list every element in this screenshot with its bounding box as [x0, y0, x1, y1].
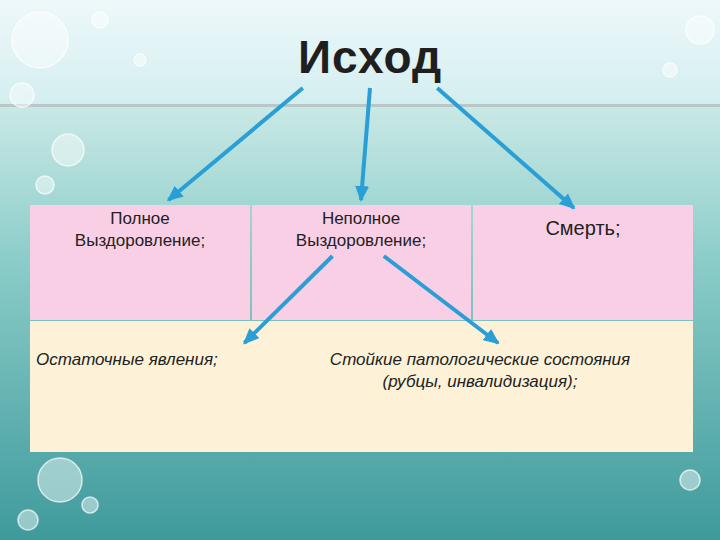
arrow-connector	[169, 88, 303, 200]
sub-outcome-box: Остаточные явления;	[32, 343, 268, 375]
outcome-box: Смерть;	[492, 208, 674, 244]
body-band	[0, 106, 720, 540]
node-text: Неполное Выздоровление;	[270, 208, 452, 252]
arrow-connector	[361, 88, 370, 200]
node-text: Остаточные явления;	[36, 349, 264, 371]
title-node: Исход	[290, 26, 450, 88]
header-rule	[0, 104, 720, 107]
arrow-connector	[384, 256, 498, 343]
table-row	[30, 321, 693, 452]
node-text: Смерть;	[496, 216, 670, 240]
bubbles	[10, 12, 714, 530]
outcome-box: Полное Выздоровление;	[45, 200, 235, 256]
arrow-connector	[244, 256, 332, 343]
node-text: Исход	[296, 30, 444, 84]
node-text: Полное Выздоровление;	[49, 208, 231, 252]
node-text: Стойкие патологические состояния (рубцы,…	[304, 349, 656, 393]
outcome-box: Неполное Выздоровление;	[266, 200, 456, 256]
arrow-connector	[437, 88, 574, 208]
sub-outcome-box: Стойкие патологические состояния (рубцы,…	[300, 343, 660, 397]
header-band	[0, 0, 720, 106]
